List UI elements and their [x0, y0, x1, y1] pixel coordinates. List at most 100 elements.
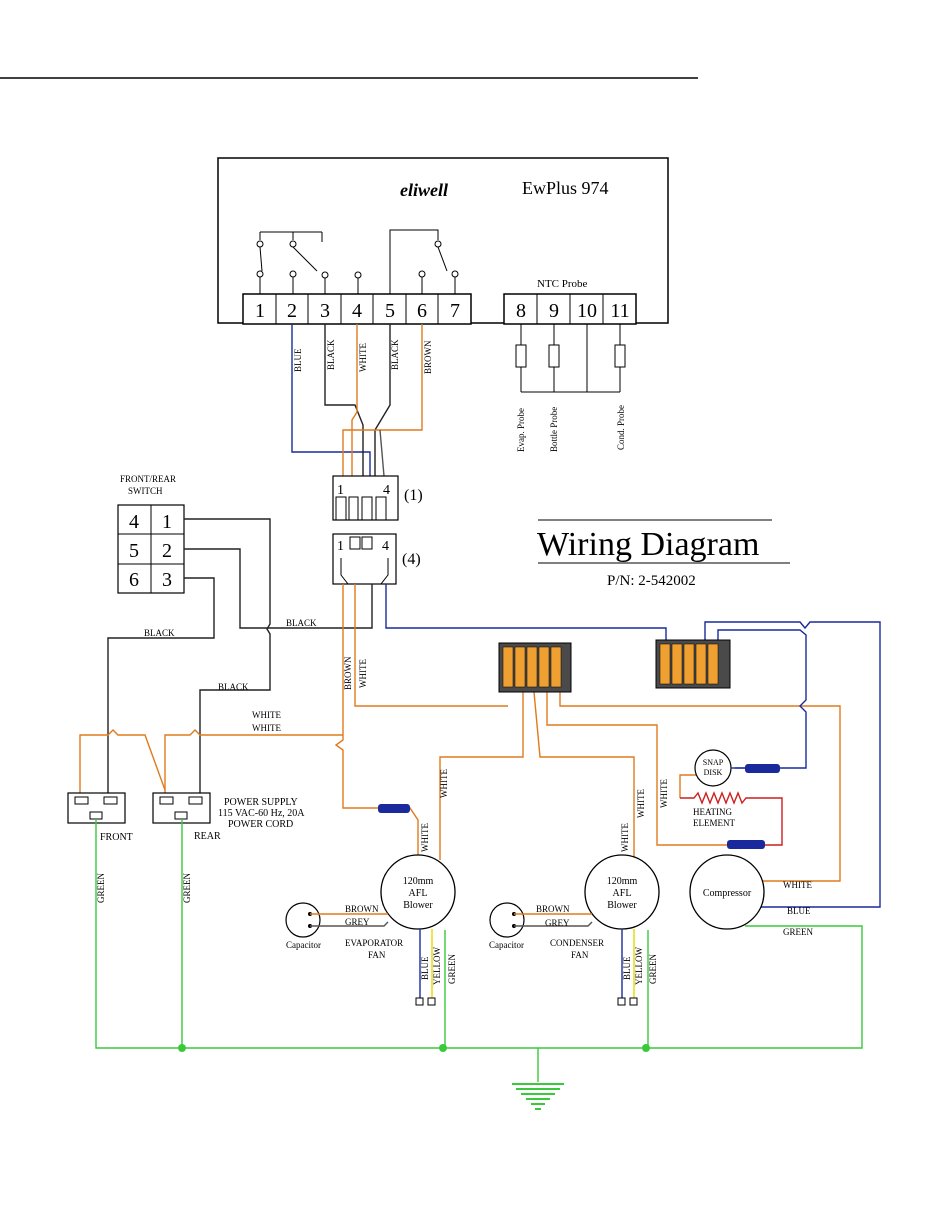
connector-1-pin4: 4 [383, 483, 390, 498]
controller-leads: BLUE BLACK WHITE BLACK BROWN [291, 324, 433, 477]
wire-label-white-cord-2: WHITE [252, 723, 281, 733]
connector-1 [332, 475, 399, 521]
connector-4-pin1: 1 [337, 539, 344, 554]
terminal-1: 1 [255, 300, 265, 322]
cond-green-label: GREEN [648, 954, 658, 984]
switch-cell-6: 6 [129, 569, 139, 591]
evap-capacitor-label: Capacitor [286, 940, 321, 950]
connector-1-label: (1) [404, 487, 423, 504]
cond-blower-line1: 120mm [607, 876, 638, 887]
connector-4-label: (4) [402, 551, 421, 568]
wire-label-white-top: WHITE [358, 343, 368, 372]
evaporator-fan: 120mm AFL Blower BROWN GREY Capacitor EV… [285, 854, 457, 1006]
switch-cell-5: 5 [129, 540, 139, 562]
wire-label-white-cond-2: WHITE [620, 823, 630, 852]
power-supply-line1: POWER SUPPLY [224, 797, 298, 808]
terminal-5: 5 [385, 300, 395, 322]
evap-grey-label: GREY [345, 917, 370, 927]
bottle-probe-label: Bottle Probe [549, 407, 559, 452]
evap-fan-label-1: EVAPORATOR [345, 938, 403, 948]
outlet-rear-label: REAR [194, 831, 221, 842]
connector-4-pin4: 4 [382, 539, 389, 554]
condenser-fan: 120mm AFL Blower BROWN GREY Capacitor CO… [489, 854, 660, 1006]
ntc-probe-label: NTC Probe [537, 278, 588, 290]
wire-label-white-cond: WHITE [636, 789, 646, 818]
ground-symbol [512, 1083, 564, 1110]
cond-capacitor-label: Capacitor [489, 940, 524, 950]
controller: eliwell EwPlus 974 NTC Probe [217, 157, 669, 325]
blue-wiring: BLUE [378, 584, 881, 916]
relay-contacts [256, 229, 459, 294]
evap-brown-label: BROWN [345, 904, 379, 914]
wire-label-white-comp: WHITE [783, 880, 812, 890]
orange-wiring: BROWN WHITE WHITE WHITE WHITE WHITE WHIT… [79, 584, 841, 890]
power-supply-line3: POWER CORD [228, 819, 293, 830]
wire-label-white-evap-2: WHITE [420, 823, 430, 852]
wire-label-blue-comp: BLUE [787, 906, 811, 916]
switch-label-line2: SWITCH [128, 486, 163, 496]
wire-label-black-lower: BLACK [218, 682, 249, 692]
evap-yellow-label: YELLOW [432, 947, 442, 985]
switch-cell-2: 2 [162, 540, 172, 562]
terminal-block-center [498, 642, 572, 693]
cond-blower-line2: AFL [613, 888, 632, 899]
wire-label-black-top-2: BLACK [390, 339, 400, 370]
terminal-10: 10 [577, 300, 597, 322]
power-outlets: FRONT REAR POWER SUPPLY 115 VAC-60 Hz, 2… [67, 792, 305, 843]
wire-label-black-mid: BLACK [286, 618, 317, 628]
wire-label-white-evap: WHITE [439, 769, 449, 798]
switch-cell-3: 3 [162, 569, 172, 591]
compressor: Compressor GREEN [689, 854, 813, 937]
cond-capacitor [489, 902, 525, 938]
terminal-11: 11 [610, 300, 629, 322]
wire-label-brown-top: BROWN [423, 340, 433, 374]
outlet-front-label: FRONT [100, 832, 133, 843]
terminal-2: 2 [287, 300, 297, 322]
cond-fan-label-2: FAN [571, 950, 589, 960]
title-main: Wiring Diagram [537, 526, 759, 563]
wire-label-blue-top: BLUE [293, 348, 303, 372]
connector-1-pin1: 1 [337, 483, 344, 498]
ground-wiring: GREEN GREEN [95, 819, 863, 1110]
cond-blue-label: BLUE [622, 956, 632, 980]
compressor-label: Compressor [703, 888, 752, 899]
controller-model: EwPlus 974 [522, 178, 609, 198]
front-rear-switch: FRONT/REAR SWITCH 4 1 5 2 6 3 [117, 474, 185, 594]
switch-wiring: BLACK BLACK BLACK [107, 518, 373, 795]
power-supply-line2: 115 VAC-60 Hz, 20A [218, 808, 305, 819]
terminal-7: 7 [450, 300, 460, 322]
cond-grey-label: GREY [545, 918, 570, 928]
evap-blower-line1: 120mm [403, 876, 434, 887]
wire-label-black-top: BLACK [326, 339, 336, 370]
brand-logo: eliwell [400, 180, 448, 200]
evap-green-label: GREEN [447, 954, 457, 984]
cond-brown-label: BROWN [536, 904, 570, 914]
connector-plugs: 1 4 (1) 1 4 (4) [332, 475, 423, 585]
ntc-probes: Evap. Probe Bottle Probe Cond. Probe [515, 324, 626, 452]
butt-connectors [378, 764, 780, 849]
evap-blower-line3: Blower [403, 900, 433, 911]
evap-capacitor [285, 902, 321, 938]
diagram-title: Wiring Diagram P/N: 2-542002 [537, 519, 790, 589]
evap-fan-label-2: FAN [368, 950, 386, 960]
green-label-front: GREEN [96, 873, 106, 903]
terminal-3: 3 [320, 300, 330, 322]
terminal-8: 8 [516, 300, 526, 322]
heating-element-line2: ELEMENT [693, 818, 735, 828]
evap-probe-label: Evap. Probe [516, 408, 526, 452]
switch-cell-4: 4 [129, 511, 139, 533]
terminal-9: 9 [549, 300, 559, 322]
terminal-6: 6 [417, 300, 427, 322]
wire-label-white-heater: WHITE [659, 779, 669, 808]
cond-probe-label: Cond. Probe [616, 405, 626, 450]
switch-cell-1: 1 [162, 511, 172, 533]
wire-label-brown-mid: BROWN [343, 656, 353, 690]
snap-disk: SNAP DISK [694, 749, 745, 787]
green-label-rear: GREEN [182, 873, 192, 903]
evap-blue-label: BLUE [420, 956, 430, 980]
snap-disk-line2: DISK [704, 768, 723, 777]
wire-label-white-cord-1: WHITE [252, 710, 281, 720]
terminal-strip: 1 2 3 4 5 6 7 8 9 10 11 [242, 293, 637, 325]
cond-fan-label-1: CONDENSER [550, 938, 604, 948]
wire-label-green-comp: GREEN [783, 927, 813, 937]
